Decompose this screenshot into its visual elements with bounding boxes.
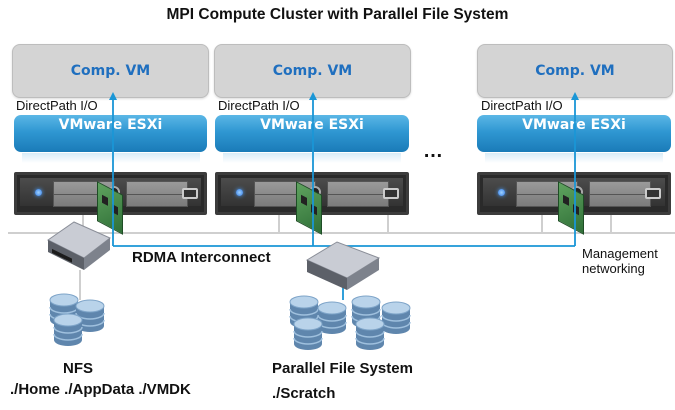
nfs-paths: ./Home ./AppData ./VMDK — [10, 381, 191, 398]
management-label-line2: networking — [582, 261, 645, 276]
power-led-icon — [236, 189, 243, 196]
compute-vm-1-label: Comp. VM — [70, 63, 151, 79]
arrow-up-icon — [309, 92, 317, 100]
esxi-hypervisor-2: VMware ESXi — [215, 115, 409, 152]
nfs-storage-icon — [49, 293, 105, 346]
compute-vm-2: Comp. VM — [214, 44, 411, 98]
esxi-hypervisor-3-label: VMware ESXi — [522, 117, 626, 133]
arrow-up-icon — [571, 92, 579, 100]
power-led-icon — [35, 189, 42, 196]
directpath-label-2: DirectPath I/O — [218, 98, 300, 113]
server-2 — [215, 172, 409, 215]
usb-port-icon — [383, 188, 399, 199]
compute-vm-3-label: Comp. VM — [535, 63, 615, 79]
pfs-title: Parallel File System — [272, 360, 413, 377]
esxi-hypervisor-1-label: VMware ESXi — [58, 117, 163, 133]
compute-vm-1: Comp. VM — [12, 44, 209, 98]
management-drop-4 — [610, 215, 612, 233]
esxi-glow-1 — [22, 153, 200, 163]
drive-bay — [126, 181, 188, 207]
management-drop-2 — [278, 215, 280, 233]
disk-cylinder-icon — [355, 317, 385, 350]
arrow-up-icon — [109, 92, 117, 100]
rdma-interconnect-label: RDMA Interconnect — [132, 249, 271, 266]
esxi-hypervisor-1: VMware ESXi — [14, 115, 207, 152]
disk-cylinder-icon — [381, 301, 411, 334]
esxi-glow-3 — [485, 153, 663, 163]
directpath-label-3: DirectPath I/O — [481, 98, 563, 113]
compute-vm-2-label: Comp. VM — [272, 63, 353, 79]
pfs-storage-icon — [289, 295, 411, 350]
diagram-title: MPI Compute Cluster with Parallel File S… — [166, 6, 509, 23]
management-networking-label: Management networking — [582, 246, 658, 276]
nfs-link-line — [79, 270, 81, 300]
management-drop-5 — [387, 215, 389, 233]
drive-bay — [589, 181, 651, 207]
nfs-switch-icon — [47, 221, 111, 270]
nfs-title: NFS — [63, 360, 93, 377]
usb-port-icon — [182, 188, 198, 199]
management-label-line1: Management — [582, 246, 658, 261]
compute-vm-3: Comp. VM — [477, 44, 673, 98]
management-network-line — [8, 232, 675, 234]
esxi-hypervisor-3: VMware ESXi — [477, 115, 671, 152]
power-led-icon — [498, 189, 505, 196]
disk-cylinder-icon — [53, 313, 83, 346]
directpath-label-1: DirectPath I/O — [16, 98, 98, 113]
more-nodes-ellipsis: … — [423, 140, 444, 162]
pfs-switch-icon — [305, 241, 381, 290]
usb-port-icon — [645, 188, 661, 199]
management-drop-1 — [82, 215, 84, 233]
esxi-glow-2 — [223, 153, 401, 163]
drive-bay — [327, 181, 389, 207]
disk-cylinder-icon — [75, 299, 105, 332]
esxi-hypervisor-2-label: VMware ESXi — [260, 117, 364, 133]
disk-cylinder-icon — [293, 317, 323, 350]
management-drop-3 — [541, 215, 543, 233]
pfs-paths: ./Scratch — [272, 385, 336, 402]
disk-cylinder-icon — [317, 301, 347, 334]
